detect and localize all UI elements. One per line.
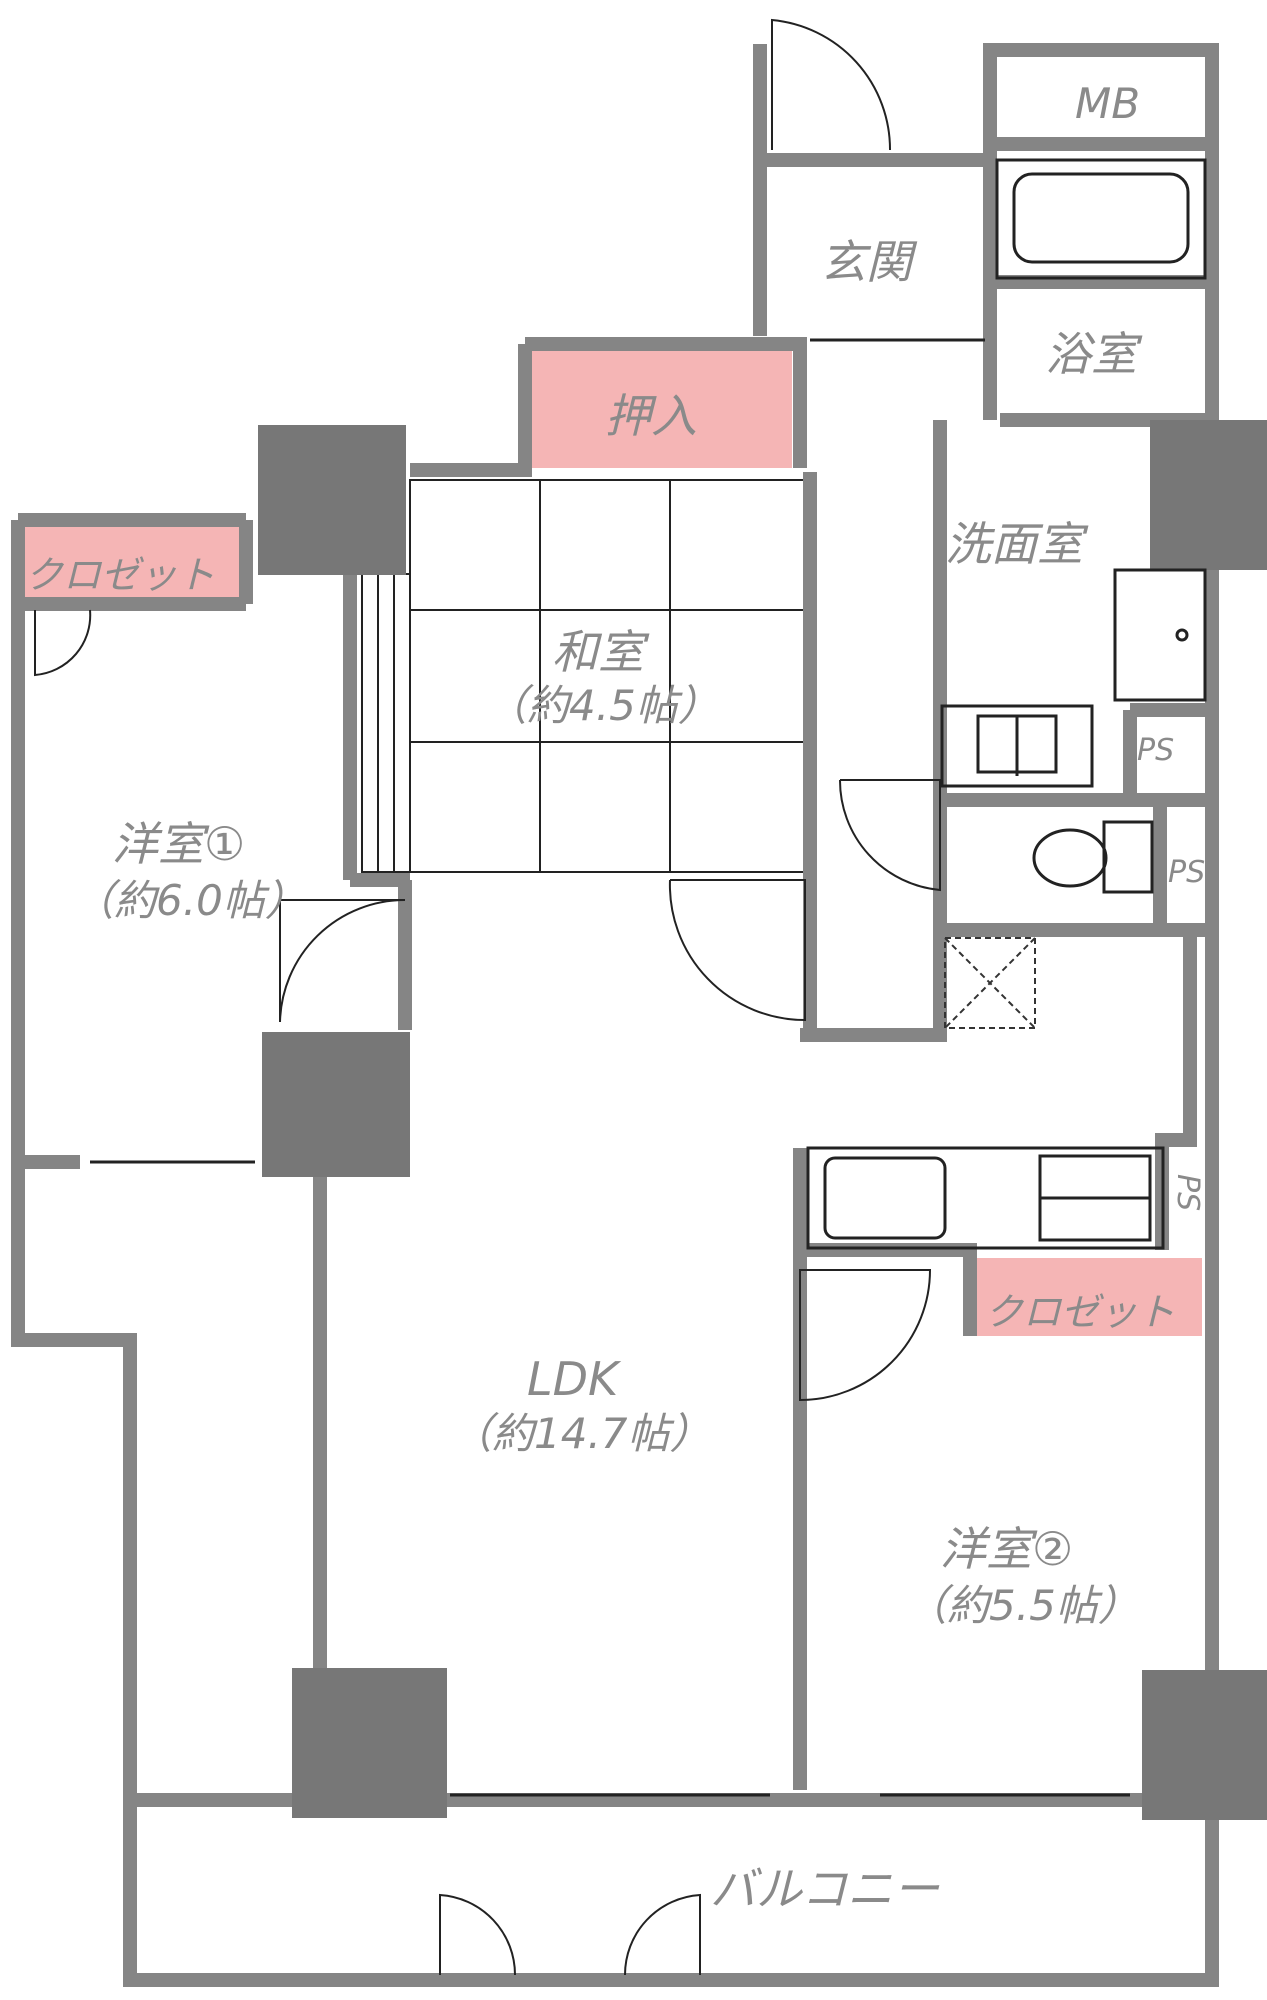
oshiire-area: [532, 344, 792, 468]
closet1-area: [18, 520, 246, 604]
yoshitsu2-label: 洋室②: [940, 1522, 1073, 1576]
ps3-label: PS: [1170, 1174, 1205, 1211]
washitsu-size-label: （約4.5帖）: [485, 681, 720, 730]
balcony-label: バルコニー: [710, 1862, 940, 1916]
washing-machine-pan: [1113, 568, 1207, 702]
ldk-label: LDK: [527, 1352, 622, 1406]
wash-basin: [940, 704, 1094, 788]
toilet: [1032, 820, 1154, 894]
yoshitsu1-label: 洋室①: [112, 817, 245, 871]
bath-label: 浴室: [1045, 327, 1143, 381]
closet1-label: クロゼット: [25, 553, 215, 597]
yoshitsu1-size-label: （約6.0帖）: [72, 876, 307, 925]
washitsu-label: 和室: [552, 625, 650, 679]
ldk-size-label: （約14.7帖）: [450, 1409, 712, 1458]
ps2-label: PS: [1168, 855, 1205, 890]
oshiire-label: 押入: [605, 389, 697, 443]
kitchen-counter: [806, 1146, 1165, 1250]
tatami-grid: [361, 479, 806, 873]
genkan-label: 玄関: [820, 235, 918, 289]
bathtub: [995, 158, 1207, 280]
mb-label: MB: [1075, 79, 1140, 128]
closet2-area: [970, 1258, 1202, 1336]
ps1-label: PS: [1137, 733, 1174, 768]
closet2-label: クロゼット: [985, 1290, 1175, 1334]
senmen-label: 洗面室: [945, 517, 1089, 571]
pillars: [258, 420, 1267, 1820]
yoshitsu2-size-label: （約5.5帖）: [905, 1581, 1140, 1630]
fridge-space: [944, 937, 1036, 1029]
door-swings: [34, 18, 941, 1976]
walls: [11, 43, 1219, 1987]
sliding-doors: [90, 338, 1130, 1797]
